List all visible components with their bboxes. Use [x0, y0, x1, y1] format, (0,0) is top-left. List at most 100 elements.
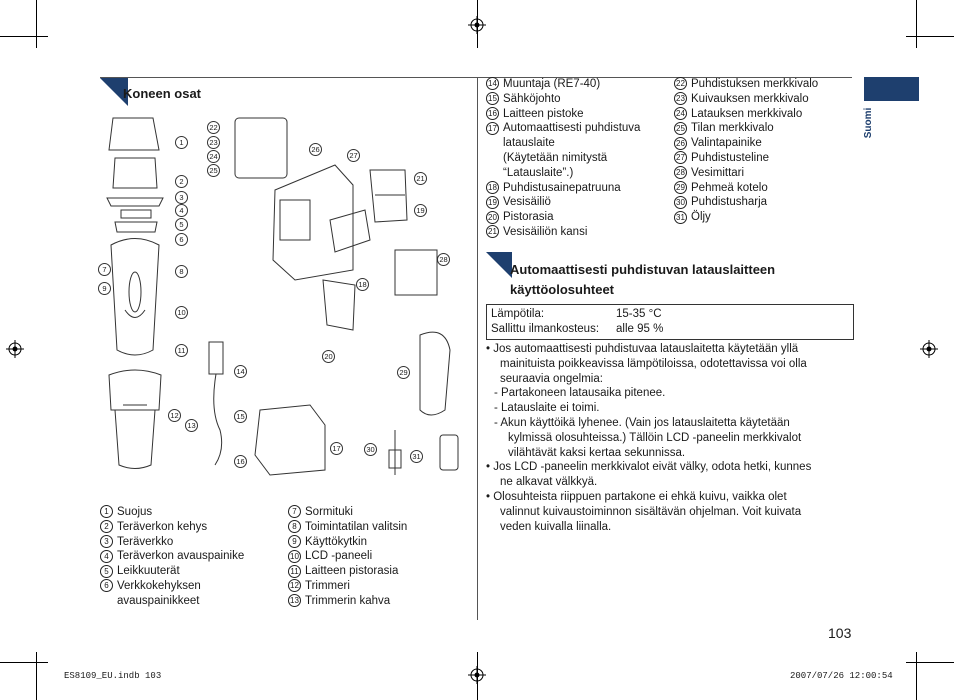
indicator-panel-drawing	[234, 117, 288, 179]
callout: 7	[98, 263, 111, 276]
temp-label: Lämpötila:	[491, 308, 545, 320]
parts-illustration	[106, 117, 459, 476]
callout: 26	[309, 143, 322, 156]
list-item-cont: (Käytetään nimitystä	[503, 151, 608, 164]
side-tab-label: Suomi	[863, 107, 874, 139]
cover-drawing	[108, 117, 160, 151]
note-text: ne alkavat välkkyä.	[500, 476, 598, 489]
callout: 11	[175, 344, 188, 357]
callout: 19	[414, 204, 427, 217]
humidity-value: alle 95 %	[616, 323, 664, 335]
callout: 18	[356, 278, 369, 291]
registration-mark-icon	[6, 340, 24, 358]
registration-mark-icon	[468, 666, 486, 684]
callout: 31	[410, 450, 423, 463]
footer-file: ES8109_EU.indb 103	[64, 671, 162, 681]
section-title: Koneen osat	[123, 86, 202, 101]
section-title: Automaattisesti puhdistuvan latauslaitte…	[510, 262, 776, 297]
note-text: - Partakoneen latausaika pitenee.	[494, 387, 666, 400]
callout: 21	[414, 172, 427, 185]
crop-mark	[0, 36, 48, 37]
pouch-drawing	[419, 331, 451, 416]
note-text: - Latauslaite ei toimi.	[494, 402, 600, 415]
top-rule	[100, 77, 852, 78]
section-marker-icon	[486, 252, 512, 278]
callout: 29	[397, 366, 410, 379]
page-number: 103	[828, 625, 852, 641]
callout: 17	[330, 442, 343, 455]
callout: 30	[364, 443, 377, 456]
note-text: veden kuivalla liinalla.	[500, 520, 612, 533]
crop-mark	[916, 652, 917, 700]
registration-mark-icon	[468, 16, 486, 34]
callout: 3	[175, 191, 188, 204]
footer-date: 2007/07/26 12:00:54	[790, 671, 893, 681]
list-item-cont: avauspainikkeet	[117, 594, 200, 607]
note-text: • Olosuhteista riippuen partakone ei ehk…	[486, 490, 787, 503]
note-text: seuraavia ongelmia:	[500, 372, 603, 385]
conditions-box: Lämpötila: 15-35 °C Sallittu ilmankosteu…	[486, 304, 854, 340]
callout: 12	[168, 409, 181, 422]
callout: 9	[98, 282, 111, 295]
callout: 14	[234, 365, 247, 378]
callout: 25	[207, 164, 220, 177]
callout: 6	[175, 233, 188, 246]
note-text: • Jos automaattisesti puhdistuvaa lataus…	[486, 343, 799, 355]
list-item-cont: “Latauslaite”.)	[503, 166, 574, 179]
section-marker-icon	[100, 78, 128, 106]
callout: 8	[175, 265, 188, 278]
callout: 20	[322, 350, 335, 363]
shaver-body-drawing	[110, 238, 160, 356]
list-item-cont: latauslaite	[503, 137, 555, 150]
callout: 1	[175, 136, 188, 149]
trimmer-body-drawing	[114, 409, 156, 469]
side-tab-bar	[864, 77, 919, 101]
crop-mark	[906, 662, 954, 663]
crop-mark	[36, 652, 37, 700]
charger-drawing	[272, 164, 354, 281]
callout: 10	[175, 306, 188, 319]
callout: 15	[234, 410, 247, 423]
humidity-label: Sallittu ilmankosteus:	[491, 323, 600, 335]
column-divider	[477, 77, 478, 620]
note-text: valinnut kuivaustoiminnon sisältävän ohj…	[500, 505, 802, 518]
note-text: - Akun käyttöikä lyhenee. (Vain jos lata…	[494, 416, 790, 429]
note-text: • Jos LCD -paneelin merkkivalot eivät vä…	[486, 461, 812, 474]
callout: 5	[175, 218, 188, 231]
callout: 16	[234, 455, 247, 468]
callout: 24	[207, 150, 220, 163]
callout: 27	[347, 149, 360, 162]
notes: • Jos automaattisesti puhdistuvaa lataus…	[486, 342, 856, 534]
callout: 2	[175, 175, 188, 188]
callout: 22	[207, 121, 220, 134]
callout: 23	[207, 136, 220, 149]
